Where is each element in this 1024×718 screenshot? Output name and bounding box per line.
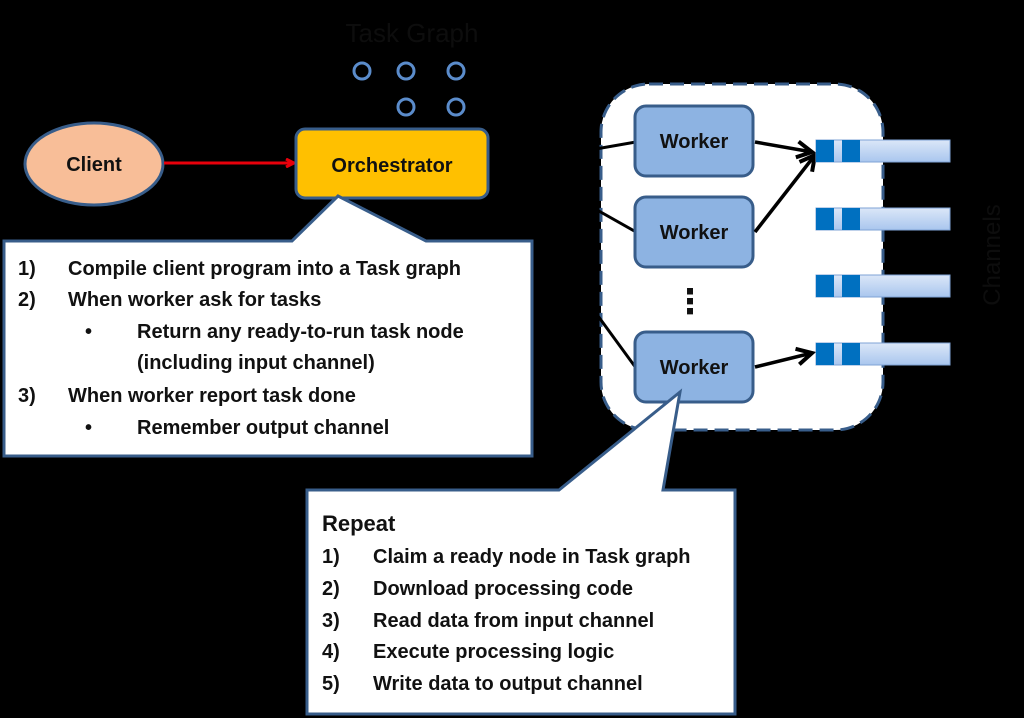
item-text: Compile client program into a Task graph [68, 258, 462, 280]
channels [815, 139, 951, 366]
worker-label: Worker [660, 357, 729, 379]
item-text: When worker ask for tasks [68, 289, 322, 311]
task-graph-nodes [352, 61, 466, 117]
channels-label: Channels [979, 204, 1006, 305]
item-number: 2) [322, 578, 340, 600]
orchestrator-label: Orchestrator [331, 155, 452, 177]
task-node-icon [352, 61, 372, 81]
task-node-icon [446, 61, 466, 81]
worker-callout [305, 388, 737, 716]
worker-node[interactable]: Worker [633, 330, 755, 404]
orchestrator-node[interactable]: Orchestrator [294, 127, 490, 200]
item-text: (including input channel) [137, 352, 375, 374]
item-number: 1) [18, 258, 36, 280]
bullet-icon: • [85, 417, 93, 439]
task-node-icon [396, 61, 416, 81]
item-text: When worker report task done [68, 385, 356, 407]
channel-queue [815, 207, 951, 231]
worker-to-channel-arrow [754, 142, 812, 152]
client-node[interactable]: Client [23, 121, 165, 207]
worker-connector [589, 204, 637, 234]
orchestrator-callout [2, 194, 534, 458]
item-number: 4) [322, 641, 340, 663]
callout-heading: Repeat [322, 511, 396, 536]
worker-ellipsis: ⋮ [673, 283, 707, 321]
item-number: 3) [322, 610, 340, 632]
item-text: Return any ready-to-run task node [137, 321, 464, 343]
task-node-icon [446, 97, 466, 117]
item-text: Remember output channel [137, 417, 390, 439]
item-text: Execute processing logic [373, 641, 615, 663]
worker-to-channel-arrow [753, 155, 815, 234]
worker-connector [588, 304, 638, 369]
item-number: 1) [322, 546, 340, 568]
item-number: 2) [18, 289, 36, 311]
item-number: 5) [322, 673, 340, 695]
worker-node[interactable]: Worker [633, 104, 755, 178]
worker-label: Worker [660, 222, 729, 244]
task-graph-title: Task Graph [346, 18, 479, 48]
client-label: Client [66, 154, 122, 176]
channel-queue [815, 342, 951, 366]
bullet-icon: • [85, 321, 93, 343]
task-node-icon [396, 97, 416, 117]
item-text: Download processing code [373, 578, 634, 600]
channel-queue [815, 139, 951, 163]
worker-node[interactable]: Worker [633, 195, 755, 269]
channel-queue [815, 274, 951, 298]
worker-connector [589, 140, 637, 152]
item-text: Claim a ready node in Task graph [373, 546, 691, 568]
item-text: Write data to output channel [373, 673, 643, 695]
worker-to-channel-arrow [754, 353, 812, 369]
item-number: 3) [18, 385, 36, 407]
worker-label: Worker [660, 131, 729, 153]
item-text: Read data from input channel [373, 610, 655, 632]
